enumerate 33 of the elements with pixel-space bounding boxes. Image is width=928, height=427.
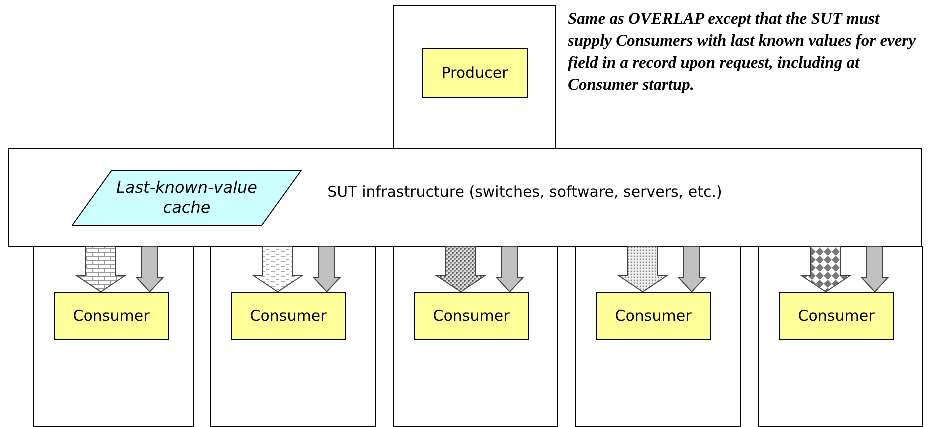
process-box [779, 292, 894, 340]
node-label: Consumer [433, 307, 510, 325]
process-box [54, 292, 169, 340]
cache-parallelogram [72, 170, 302, 226]
consumer-frame [33, 246, 194, 427]
node-label: Consumer [615, 307, 692, 325]
block-arrow [435, 246, 487, 293]
block-arrow [617, 246, 669, 293]
infrastructure-band [8, 148, 922, 247]
consumer-frame [575, 246, 741, 427]
block-arrow [312, 246, 342, 293]
consumer-frame [210, 246, 376, 427]
producer-frame [393, 5, 556, 149]
process-box [414, 292, 529, 340]
node-label: Consumer [73, 307, 150, 325]
block-arrow [75, 246, 127, 293]
block-arrow [800, 246, 852, 293]
process-box [422, 48, 528, 98]
consumer-frame [393, 246, 558, 427]
process-box [596, 292, 711, 340]
consumer-frame [758, 246, 923, 427]
block-arrow [496, 246, 524, 293]
block-arrow [678, 246, 706, 293]
node-label: Consumer [798, 307, 875, 325]
block-arrow [136, 246, 164, 293]
node-label: Consumer [250, 307, 327, 325]
block-arrow [252, 246, 304, 293]
node-label: Last-known-value cache [116, 178, 258, 218]
node-label: Producer [442, 64, 508, 82]
block-arrow [860, 246, 890, 293]
band-label: SUT infrastructure (switches, software, servers, etc.) [328, 182, 722, 202]
note-text: Same as OVERLAP except that the SUT must supply Consumers with last known values for every field in a record upon request, including at Consumer startup. [568, 8, 917, 96]
process-box [231, 292, 346, 340]
